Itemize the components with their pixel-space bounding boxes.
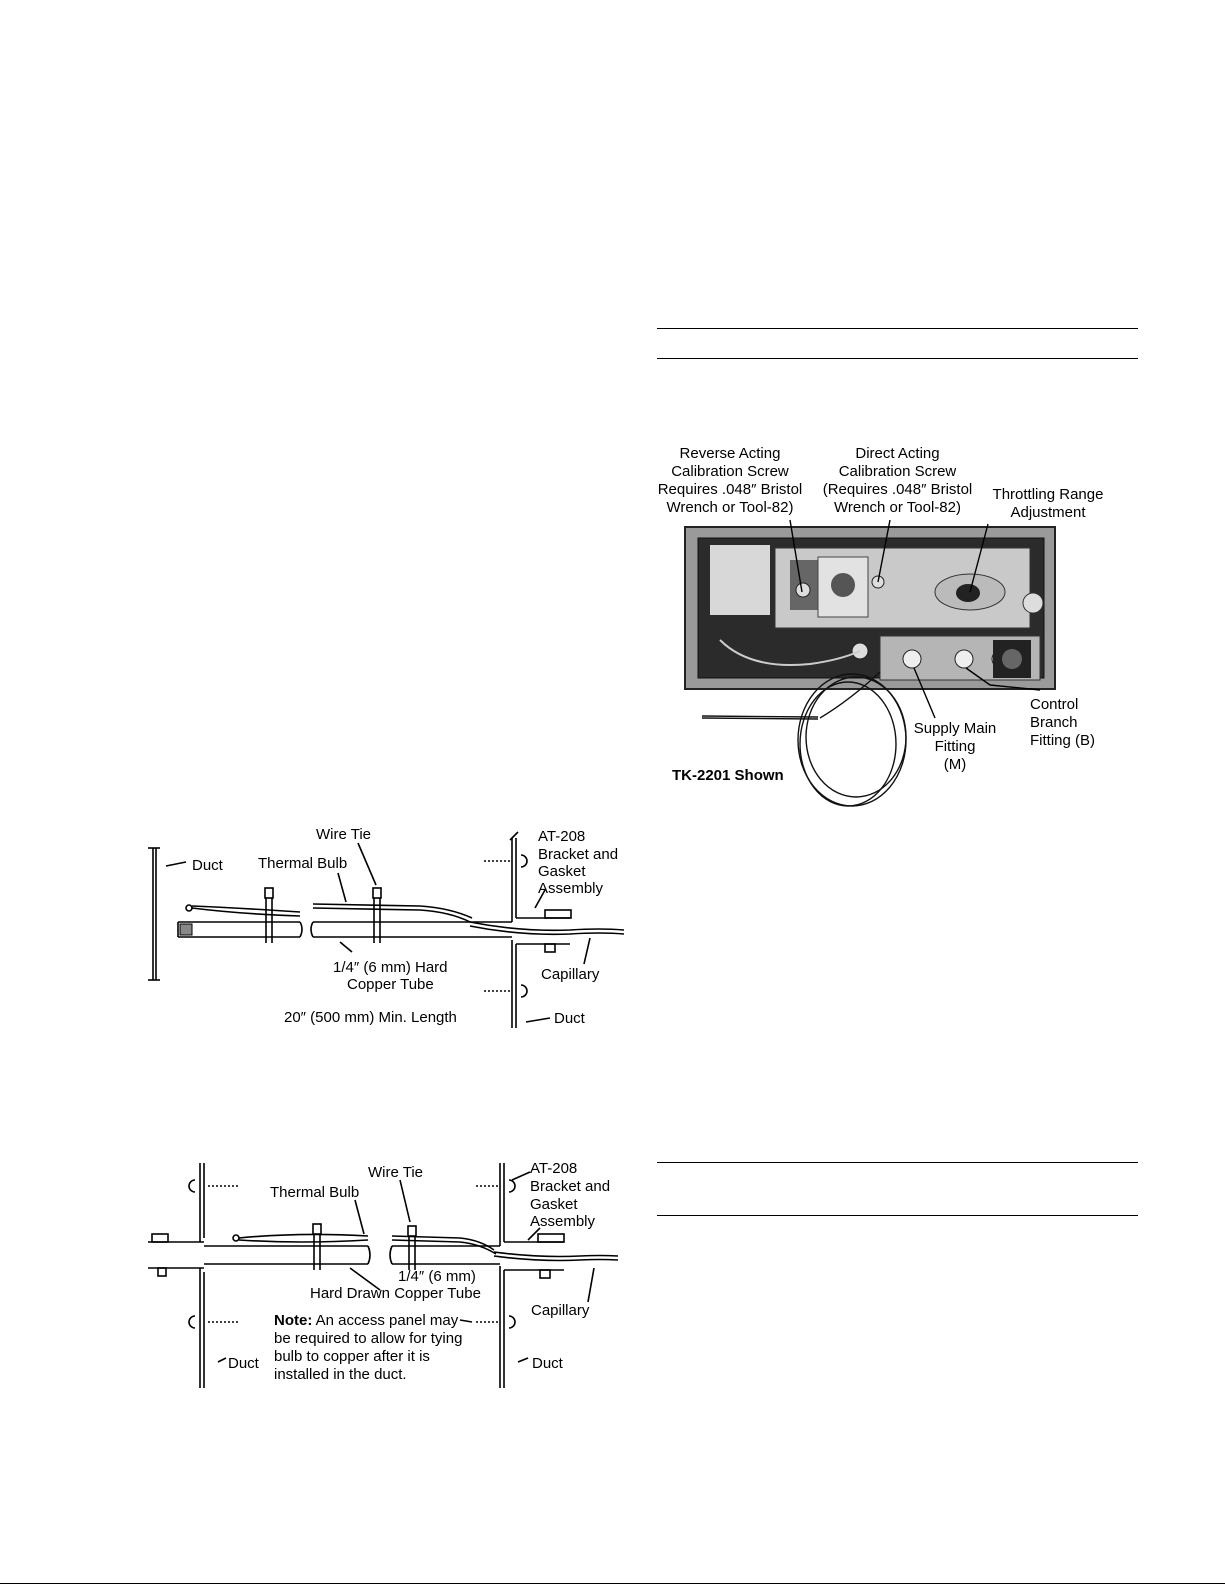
fig-bottom-bracket-label-2: Bracket and — [530, 1178, 611, 1195]
note-line-3: bulb to copper after it is — [274, 1348, 430, 1365]
note-line-2: be required to allow for tying — [274, 1330, 463, 1347]
note-line-4: installed in the duct. — [274, 1366, 407, 1383]
fig-bottom-bracket-label-4: Assembly — [530, 1213, 596, 1230]
table-rule-top-2 — [657, 358, 1138, 359]
direct-acting-line-3: (Requires .048″ Bristol — [822, 481, 973, 498]
table-rule-top-1 — [657, 328, 1138, 329]
photo-caption: TK-2201 Shown — [672, 767, 784, 784]
direct-acting-line-2: Calibration Screw — [838, 463, 957, 480]
supply-line-2: Fitting — [934, 738, 976, 755]
fig-top-duct-left-label: Duct — [192, 857, 223, 874]
table-rule-mid-1 — [657, 1162, 1138, 1163]
supply-main-label: Supply Main Fitting (M) — [900, 720, 1010, 774]
fig-bottom-tube-label-1: 1/4″ (6 mm) — [398, 1268, 476, 1285]
supply-line-3: (M) — [943, 756, 967, 773]
direct-acting-line-1: Direct Acting — [855, 445, 940, 462]
reverse-acting-label: Reverse Acting Calibration Screw Require… — [650, 445, 810, 517]
note-label: Note: — [274, 1312, 313, 1329]
table-rule-mid-2 — [657, 1215, 1138, 1216]
throttling-line-1: Throttling Range — [992, 486, 1104, 503]
reverse-acting-line-1: Reverse Acting — [679, 445, 781, 462]
control-line-2: Branch — [1030, 714, 1078, 731]
fig-bottom-duct-left-label: Duct — [228, 1355, 259, 1372]
throttling-line-2: Adjustment — [1010, 504, 1086, 521]
control-line-1: Control — [1030, 696, 1079, 713]
fig-bottom-duct-right-label: Duct — [532, 1355, 563, 1372]
throttling-range-label: Throttling Range Adjustment — [982, 486, 1114, 522]
fig-top-tube-label-2: Copper Tube — [347, 976, 434, 993]
fig-bottom-note: Note: An access panel may be required to… — [274, 1312, 462, 1384]
control-line-3: Fitting (B) — [1030, 732, 1096, 749]
fig-top-thermal-bulb-label: Thermal Bulb — [258, 855, 348, 872]
fig-top-bracket-label-4: Assembly — [538, 880, 604, 897]
direct-acting-label: Direct Acting Calibration Screw (Require… — [815, 445, 980, 517]
note-line-1: An access panel may — [315, 1312, 459, 1329]
fig-bottom-bracket-label-1: AT-208 — [530, 1160, 578, 1177]
fig-top-tube-label-1: 1/4″ (6 mm) Hard — [333, 959, 448, 976]
page-bottom-rule — [0, 1583, 1225, 1584]
fig-bottom-tube-label-2: Hard Drawn Copper Tube — [310, 1285, 481, 1302]
fig-bottom-capillary-label: Capillary — [531, 1302, 590, 1319]
fig-top-min-length-label: 20″ (500 mm) Min. Length — [284, 1009, 457, 1026]
fig-top-capillary-label: Capillary — [541, 966, 600, 983]
fig-top-wire-tie-label: Wire Tie — [316, 826, 372, 843]
reverse-acting-line-3: Requires .048″ Bristol — [657, 481, 803, 498]
fig-top-duct-right-label: Duct — [554, 1010, 585, 1027]
reverse-acting-line-2: Calibration Screw — [671, 463, 789, 480]
direct-acting-line-4: Wrench or Tool-82) — [833, 499, 961, 516]
fig-bottom-thermal-bulb-label: Thermal Bulb — [270, 1184, 360, 1201]
fig-top-bracket-label-3: Gasket — [538, 863, 586, 880]
supply-line-1: Supply Main — [913, 720, 997, 737]
fig-top-bracket-label-2: Bracket and — [538, 846, 619, 863]
control-branch-label: Control Branch Fitting (B) — [1030, 696, 1095, 750]
fig-top-bracket-label-1: AT-208 — [538, 828, 586, 845]
reverse-acting-line-4: Wrench or Tool-82) — [666, 499, 794, 516]
fig-bottom-wire-tie-label: Wire Tie — [368, 1164, 424, 1181]
fig-bottom-bracket-label-3: Gasket — [530, 1196, 578, 1213]
